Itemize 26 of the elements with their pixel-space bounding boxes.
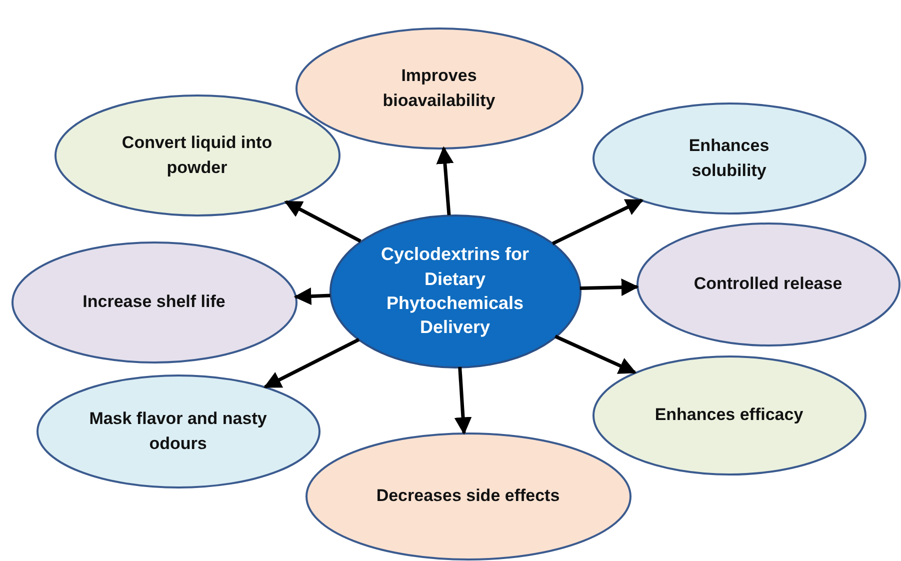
arrow <box>454 366 472 435</box>
benefit-ellipse <box>36 374 320 488</box>
node-label: Controlled release <box>692 273 844 296</box>
node-label: Enhances solubility <box>688 134 770 182</box>
benefit-ellipse <box>54 94 340 216</box>
benefit-ellipse <box>10 240 298 364</box>
arrow <box>294 288 330 305</box>
node-label: Mask flavor and nasty odours <box>88 408 268 455</box>
node-label: Convert liquid into powder <box>120 132 274 179</box>
arrow <box>580 278 639 296</box>
arrow <box>284 200 362 243</box>
benefit-ellipse <box>636 222 900 346</box>
arrow <box>436 146 454 216</box>
arrow <box>264 338 360 389</box>
benefit-ellipse <box>294 26 584 150</box>
arrow <box>552 198 644 246</box>
arrow <box>554 334 636 374</box>
node-label: Cyclodextrins for Dietary Phytochemicals Delivery <box>380 243 530 340</box>
benefit-ellipse <box>592 354 866 476</box>
central-ellipse <box>328 214 582 368</box>
benefit-ellipse <box>592 102 866 214</box>
benefit-ellipse <box>304 432 632 560</box>
node-label: Increase shelf life <box>82 291 226 314</box>
node-label: Enhances efficacy <box>654 404 804 426</box>
node-label: Decreases side effects <box>375 485 561 508</box>
node-label: Improves bioavailability <box>382 64 496 112</box>
